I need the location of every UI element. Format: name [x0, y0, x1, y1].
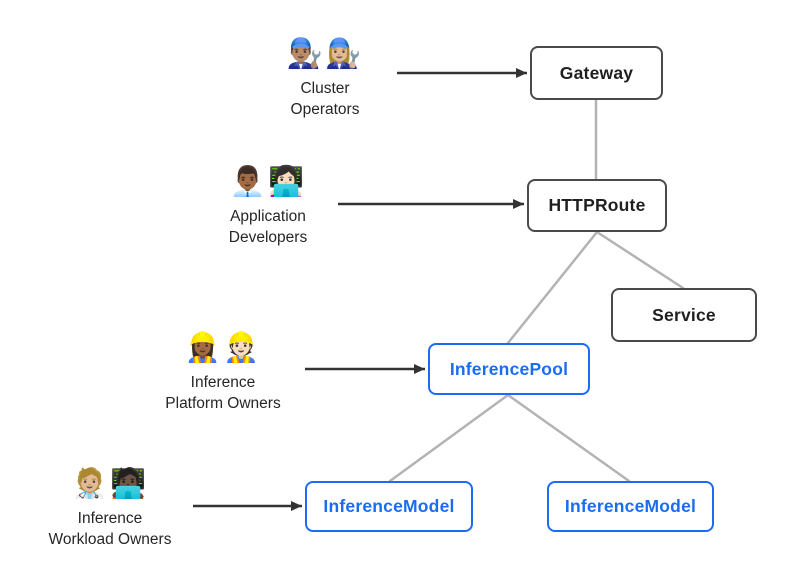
edge-httproute-service — [595, 230, 685, 290]
inference-workload-owners-scientist-technologist-emoji-icon: 🧑🏼‍⚕️🧑🏿‍💻 — [71, 468, 149, 500]
node-inferencepool-label: InferencePool — [449, 358, 569, 379]
persona-inference-workload-owners-label: Inference Workload Owners — [20, 508, 200, 550]
cluster-operators-mechanics-emoji-icon: 👨🏽‍🔧👩🏼‍🔧 — [286, 38, 364, 70]
node-httproute: HTTPRoute — [527, 179, 667, 232]
persona-label-line2: Operators — [290, 101, 360, 118]
node-service-label: Service — [652, 304, 716, 325]
persona-application-developers-label: Application Developers — [178, 206, 358, 248]
node-inferencepool: InferencePool — [428, 343, 590, 395]
persona-label-line1: Cluster — [300, 80, 350, 97]
persona-inference-platform-owners: 👷🏾‍♀️👷🏻 Inference Platform Owners — [133, 330, 313, 414]
application-developers-office-technologist-emoji-icon: 👨🏾‍💼👩🏻‍💻 — [229, 166, 307, 198]
persona-label-line2: Workload Owners — [48, 531, 172, 548]
persona-label-line2: Developers — [228, 229, 308, 246]
node-gateway: Gateway — [530, 46, 663, 100]
persona-cluster-operators-label: Cluster Operators — [235, 78, 415, 120]
node-inferencemodel-right-label: InferenceModel — [564, 496, 697, 516]
persona-label-line1: Inference — [190, 374, 256, 391]
edge-inferencepool-inferencemodel-left — [388, 393, 510, 483]
persona-application-developers: 👨🏾‍💼👩🏻‍💻 Application Developers — [178, 164, 358, 248]
edge-httproute-inferencepool — [506, 230, 599, 345]
persona-label-line1: Inference — [77, 510, 143, 527]
inference-platform-owners-construction-workers-emoji-icon: 👷🏾‍♀️👷🏻 — [184, 332, 262, 364]
persona-inference-platform-owners-label: Inference Platform Owners — [133, 372, 313, 414]
node-gateway-label: Gateway — [559, 62, 634, 83]
persona-label-line1: Application — [230, 208, 306, 225]
persona-inference-workload-owners: 🧑🏼‍⚕️🧑🏿‍💻 Inference Workload Owners — [20, 466, 200, 550]
node-httproute-label: HTTPRoute — [548, 195, 646, 215]
node-inferencemodel-left: InferenceModel — [305, 481, 473, 532]
edge-inferencepool-inferencemodel-right — [506, 393, 631, 483]
node-inferencemodel-left-label: InferenceModel — [323, 496, 455, 516]
persona-cluster-operators: 👨🏽‍🔧👩🏼‍🔧 Cluster Operators — [235, 36, 415, 120]
node-inferencemodel-right: InferenceModel — [547, 481, 714, 532]
node-service: Service — [611, 288, 757, 342]
persona-label-line2: Platform Owners — [165, 395, 281, 412]
